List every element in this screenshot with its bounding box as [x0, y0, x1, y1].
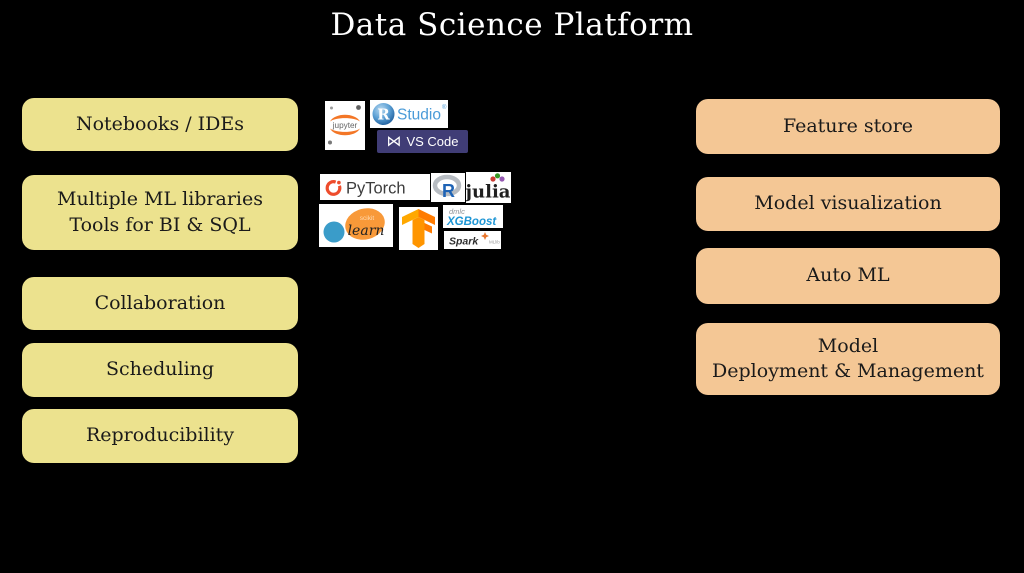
scikit-learn-logo-icon: scikit learn	[319, 204, 393, 247]
rstudio-registered-mark: ®	[442, 104, 447, 111]
rstudio-logo-icon: R Studio ®	[370, 100, 448, 128]
capability-box-reproducibility: Reproducibility	[22, 409, 298, 463]
box-label: Scheduling	[105, 358, 215, 381]
vscode-logo-icon: ⋈ VS Code	[377, 130, 468, 153]
sklearn-word-bottom: learn	[348, 223, 385, 239]
pytorch-wordmark: PyTorch	[346, 180, 406, 198]
jupyter-wordmark: jupyter	[332, 121, 358, 130]
jupyter-logo-icon: jupyter	[325, 101, 365, 150]
capability-box-model-visualization: Model visualization	[696, 177, 1000, 231]
capability-box-scheduling: Scheduling	[22, 343, 298, 397]
spark-sub-wordmark: MLlib	[489, 240, 500, 245]
r-logo-icon: R	[431, 173, 465, 202]
xgboost-word-top: dmlc	[449, 207, 465, 216]
spark-wordmark: Spark	[449, 236, 479, 248]
tensorflow-logo-icon	[399, 207, 438, 250]
sklearn-word-top: scikit	[360, 215, 375, 222]
box-label: Auto ML	[806, 264, 890, 287]
box-label-line2: Tools for BI & SQL	[69, 213, 251, 236]
spark-mllib-logo-icon: Spark MLlib	[444, 231, 501, 249]
xgboost-logo-icon: dmlc XGBoost	[443, 205, 503, 228]
box-label-line1: Model	[817, 334, 879, 357]
box-label-line1: Multiple ML libraries	[57, 188, 263, 211]
box-label-line2: Deployment & Management	[712, 360, 984, 382]
box-label: Reproducibility	[85, 424, 235, 447]
vscode-wordmark: VS Code	[406, 134, 459, 149]
box-label: Model visualization	[754, 192, 942, 215]
rstudio-wordmark: Studio	[397, 107, 441, 124]
capability-box-ml-libraries: Multiple ML libraries Tools for BI & SQL	[22, 175, 298, 250]
vscode-bowtie-glyph: ⋈	[386, 132, 402, 150]
capability-box-feature-store: Feature store	[696, 99, 1000, 154]
box-label: Notebooks / IDEs	[75, 112, 245, 135]
r-letter: R	[442, 181, 455, 201]
page-title: Data Science Platform	[330, 7, 694, 43]
rstudio-ball-letter: R	[377, 106, 390, 124]
box-label: Feature store	[782, 114, 914, 137]
capability-box-model-deployment: Model Deployment & Management	[696, 323, 1000, 395]
capability-box-collaboration: Collaboration	[22, 277, 298, 330]
xgboost-word-bottom: XGBoost	[446, 216, 497, 228]
julia-logo-icon: julia	[466, 172, 511, 203]
pytorch-logo-icon: PyTorch	[320, 174, 430, 200]
julia-wordmark: julia	[466, 182, 511, 203]
box-label: Collaboration	[94, 291, 226, 314]
capability-box-notebooks-ides: Notebooks / IDEs	[22, 98, 298, 151]
capability-box-auto-ml: Auto ML	[696, 248, 1000, 304]
